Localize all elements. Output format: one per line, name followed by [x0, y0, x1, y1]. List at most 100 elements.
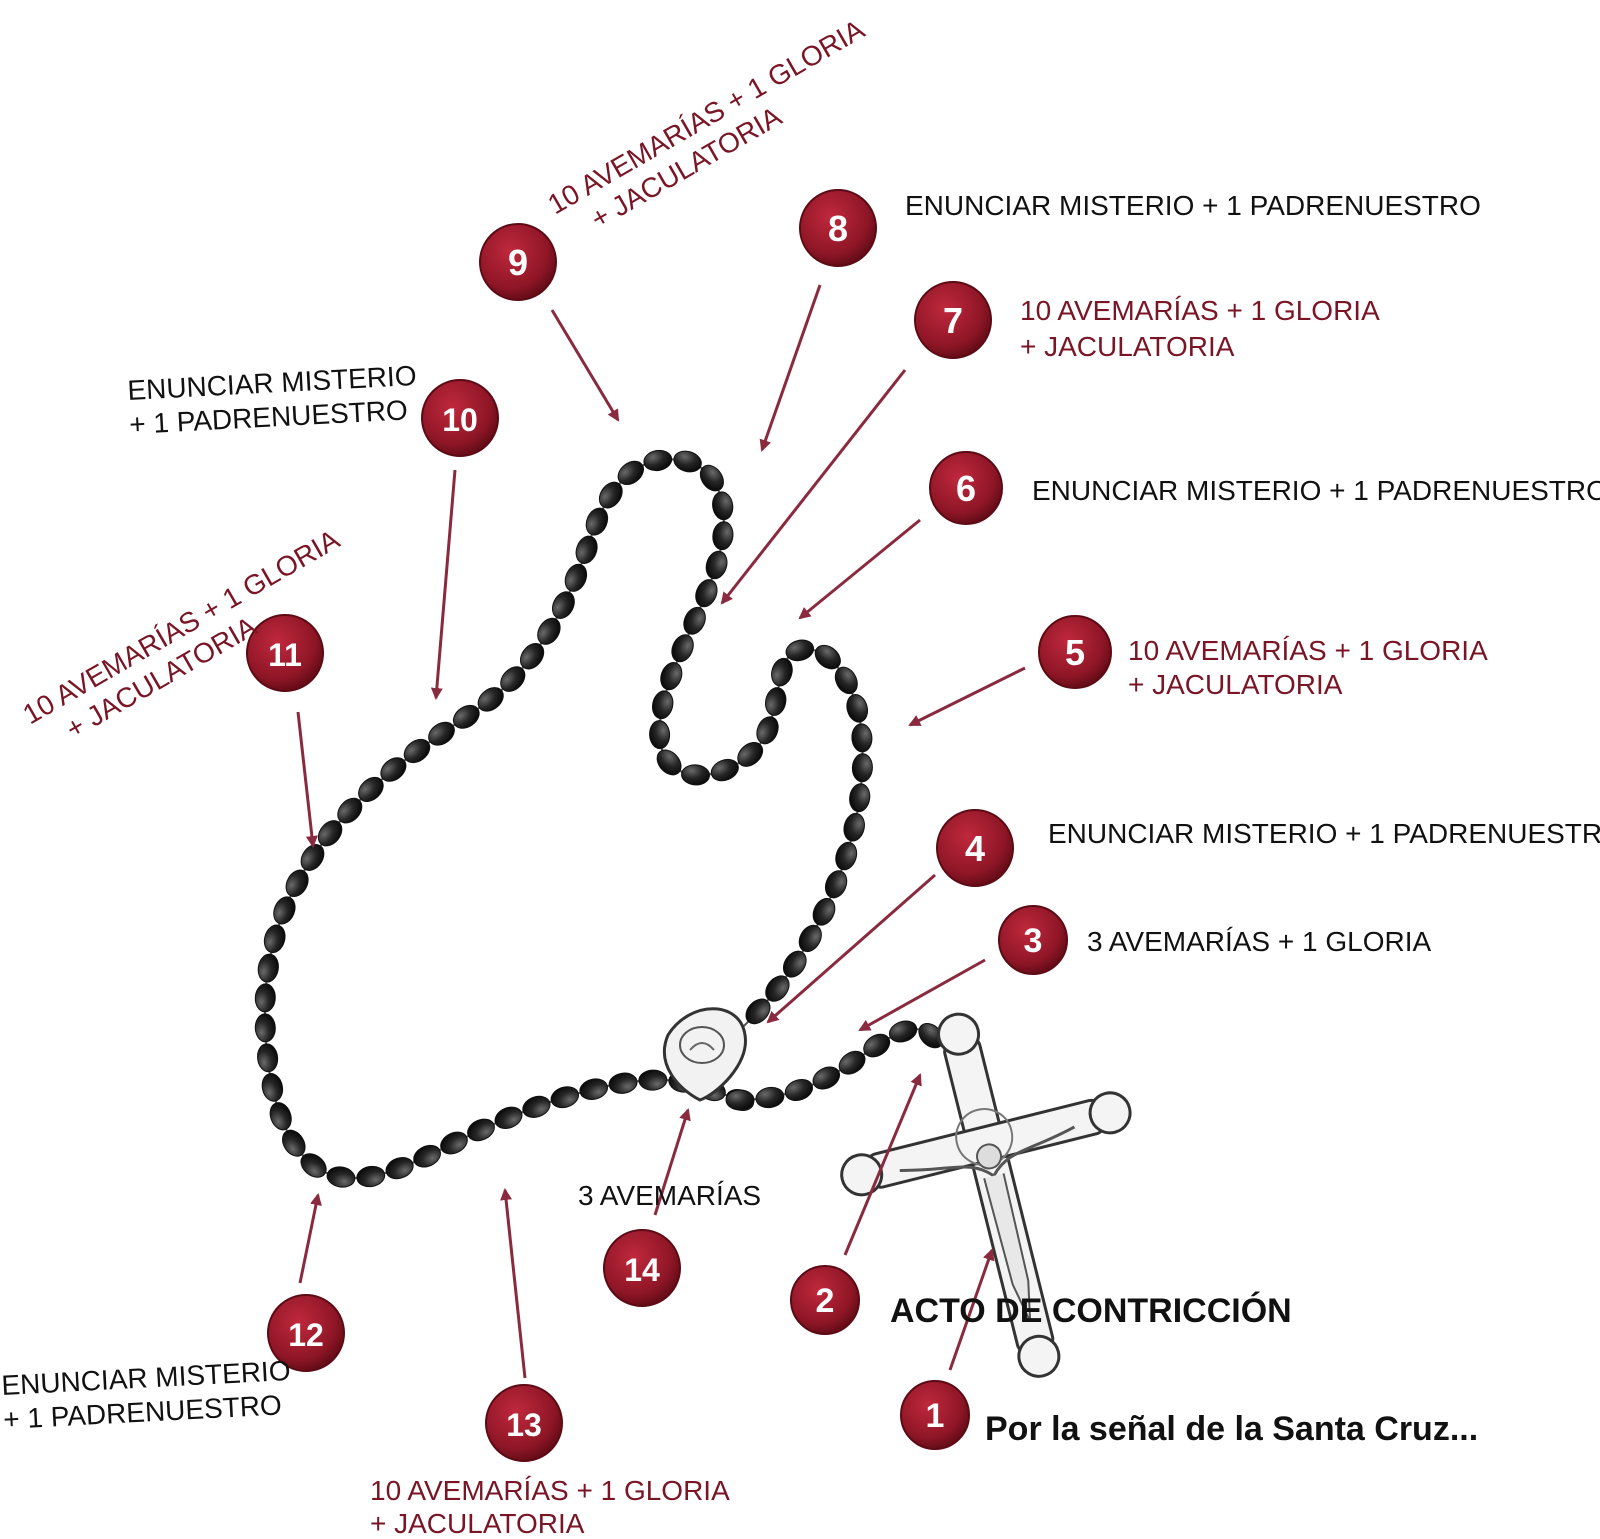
rosary-bead	[282, 1129, 306, 1157]
rosary-bead	[440, 1131, 468, 1155]
rosary-bead	[500, 666, 526, 692]
rosary-bead	[585, 507, 609, 536]
rosary-bead	[660, 662, 683, 691]
step-number: 9	[508, 242, 528, 283]
rosary-bead	[785, 639, 815, 662]
rosary-bead	[550, 1086, 579, 1109]
rosary-bead	[317, 820, 343, 847]
step-10-label: ENUNCIAR MISTERIO + 1 PADRENUESTRO	[127, 360, 418, 440]
rosary-bead	[683, 606, 706, 635]
rosary-bead	[849, 783, 871, 813]
step-number: 5	[1065, 632, 1085, 673]
rosary-bead	[358, 776, 384, 802]
arrow-7	[720, 369, 907, 605]
arrow-14	[653, 1108, 691, 1216]
rosary-bead	[269, 1102, 292, 1131]
rosary-bead	[300, 1153, 327, 1178]
arrow-3	[858, 958, 986, 1032]
rosary-bead	[710, 758, 739, 782]
rosary-bead	[257, 1043, 279, 1073]
rosary-beads	[254, 449, 944, 1188]
step-badge-8: 8	[799, 189, 877, 267]
step-number: 2	[816, 1282, 835, 1320]
step-8-label: ENUNCIAR MISTERIO + 1 PADRENUESTRO	[905, 190, 1481, 221]
rosary-bead	[617, 460, 644, 486]
rosary-bead	[798, 924, 822, 953]
rosary-bead	[863, 1033, 891, 1058]
rosary-bead	[413, 1144, 441, 1168]
step-7-label-line1: 10 AVEMARÍAS + 1 GLORIA	[1020, 295, 1380, 326]
rosary-bead	[467, 1118, 495, 1142]
step-7-label-line2: + JACULATORIA	[1020, 331, 1235, 362]
step-1-label: Por la señal de la Santa Cruz...	[985, 1410, 1478, 1448]
rosary-bead	[765, 687, 787, 716]
step-badge-4: 4	[936, 809, 1014, 887]
step-badge-5: 5	[1038, 615, 1112, 689]
rosary-bead	[254, 983, 276, 1013]
arrow-10	[430, 469, 457, 700]
crucifix	[840, 1012, 1132, 1378]
rosary-bead	[428, 721, 455, 746]
rosary-bead	[835, 841, 858, 871]
step-number: 8	[828, 208, 848, 249]
rosary-bead	[638, 1069, 668, 1091]
rosary-bead	[300, 844, 325, 871]
rosary-bead	[824, 870, 848, 899]
step-3-label: 3 AVEMARÍAS + 1 GLORIA	[1087, 926, 1432, 957]
step-5-label-line1: 10 AVEMARÍAS + 1 GLORIA	[1128, 635, 1488, 666]
step-badge-6: 6	[929, 451, 1003, 525]
step-number: 3	[1024, 922, 1043, 960]
rosary-bead	[712, 521, 734, 551]
step-number: 1	[926, 1397, 945, 1435]
step-badge-11: 11	[246, 614, 324, 692]
arrow-4	[766, 873, 936, 1024]
step-number: 6	[956, 468, 976, 509]
rosary-bead	[273, 896, 296, 925]
step-number: 14	[624, 1252, 660, 1288]
rosary-bead	[643, 449, 673, 472]
rosary-bead	[537, 617, 561, 645]
step-number: 11	[268, 637, 302, 673]
step-badge-1: 1	[900, 1380, 970, 1450]
step-badge-13: 13	[485, 1384, 563, 1462]
step-13-label-line2: + JACULATORIA	[370, 1508, 585, 1539]
step-number: 13	[506, 1407, 542, 1443]
rosary-bead	[812, 897, 836, 926]
rosary-bead	[326, 1166, 356, 1188]
rosary-bead	[403, 738, 431, 764]
arrow-13	[500, 1188, 527, 1379]
rosary-bead	[337, 797, 363, 824]
arrow-9	[550, 309, 620, 422]
rosary-bead	[812, 1066, 841, 1090]
rosary-bead	[575, 535, 598, 564]
step-number: 10	[442, 402, 478, 438]
step-badge-12: 12	[267, 1294, 345, 1372]
rosary-bead	[737, 741, 764, 767]
rosary-bead	[598, 481, 623, 509]
rosary-bead	[705, 550, 728, 580]
rosary-bead	[834, 666, 858, 695]
rosary-bead	[838, 1050, 866, 1075]
rosary-bead	[261, 1073, 284, 1102]
step-number: 7	[943, 300, 963, 341]
rosary-bead	[699, 464, 724, 492]
rosary-bead	[846, 694, 869, 723]
rosary-bead	[263, 924, 286, 954]
step-number: 12	[288, 1317, 324, 1353]
arrow-8	[759, 284, 822, 452]
rosary-bead	[745, 998, 771, 1025]
step-9-label-line1: 10 AVEMARÍAS + 1 GLORIA	[543, 13, 870, 220]
centerpiece-medal	[662, 1007, 747, 1102]
rosary-bead	[671, 634, 694, 663]
step-badge-9: 9	[479, 223, 557, 301]
rosary-bead	[254, 1013, 276, 1043]
step-badge-7: 7	[914, 281, 992, 359]
rosary-bead	[771, 657, 793, 687]
rosary-bead	[681, 764, 710, 786]
step-badge-3: 3	[998, 905, 1068, 975]
arrow-6	[798, 518, 921, 620]
rosary-bead	[765, 975, 790, 1002]
rosary-bead	[695, 579, 718, 608]
rosary-bead	[356, 1165, 386, 1188]
